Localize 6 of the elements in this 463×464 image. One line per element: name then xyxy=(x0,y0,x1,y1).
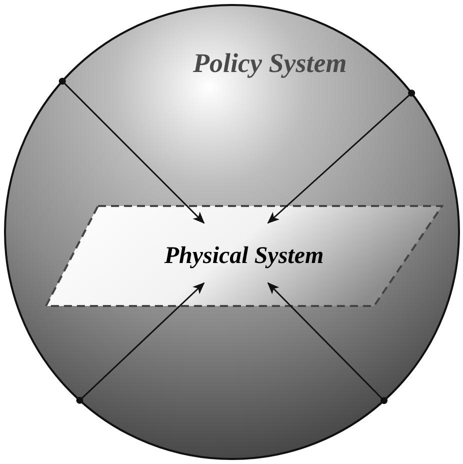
node-label: Policy System xyxy=(193,47,347,80)
arrow xyxy=(267,90,416,224)
arrow xyxy=(58,78,205,224)
arrow xyxy=(76,282,205,404)
node-label: Physical System xyxy=(164,242,324,271)
arrow xyxy=(267,282,388,404)
